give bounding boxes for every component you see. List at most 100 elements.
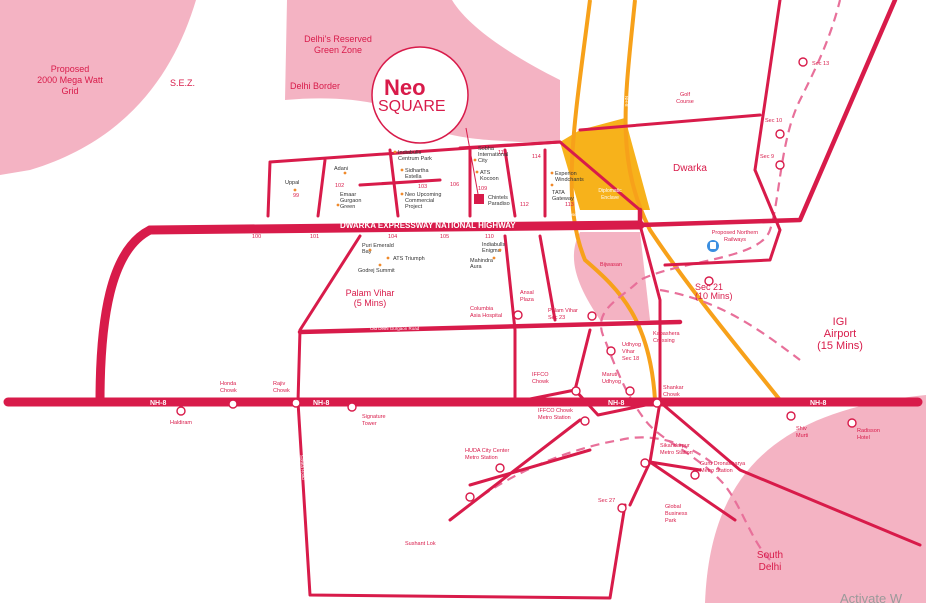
label-line: Course	[676, 99, 694, 105]
railways	[569, 0, 782, 402]
label-line: Honda	[220, 381, 237, 387]
metro-icon	[704, 276, 714, 286]
poi-icon	[176, 406, 186, 416]
project-godrej: Godrej Summit	[358, 268, 395, 274]
label-line: Chowk	[273, 388, 290, 394]
label-line: Business	[665, 511, 688, 517]
golf-course-ext-road	[296, 234, 627, 600]
label-line: Sec 21	[695, 282, 723, 292]
nh8-label-1: NH-8	[150, 400, 166, 407]
label-line: Plaza	[520, 297, 535, 303]
label-line: Green	[340, 204, 355, 210]
metro-icon	[625, 386, 635, 396]
label-line: IGI	[833, 316, 848, 328]
junction-icon	[291, 398, 301, 408]
south-delhi-zone	[705, 395, 926, 603]
sez-label: S.E.Z.	[170, 78, 195, 88]
delhi-border-label: Delhi Border	[290, 81, 340, 91]
label-line: Maruti	[602, 372, 617, 378]
logo-neo: Neo	[384, 75, 426, 100]
dot	[473, 158, 477, 162]
place-sec9: Sec 9	[760, 154, 774, 160]
sector-101: 101	[310, 234, 319, 240]
label-line: Metro Station	[660, 450, 693, 456]
poi-icon	[786, 411, 796, 421]
junction-icon	[571, 386, 581, 396]
label-line: Delhi	[759, 562, 782, 573]
dot	[550, 171, 554, 175]
label-line: Chintels	[488, 195, 508, 201]
label-line: Railways	[724, 237, 746, 243]
label-line: Enclave	[601, 195, 619, 201]
place-sushant-lok: Sushant Lok	[405, 541, 436, 547]
palam-vihar-label: Palam Vihar(5 Mins)	[346, 288, 395, 308]
sector-102: 102	[335, 183, 344, 189]
label-line: ATS	[480, 170, 491, 176]
junction-icon	[228, 399, 238, 409]
neo-project-marker[interactable]	[474, 194, 484, 204]
dot	[378, 263, 382, 267]
watermark-text: Activate W	[840, 591, 903, 603]
label-line: Sikandarpur	[660, 443, 690, 449]
sector-103: 103	[418, 184, 427, 190]
train-icon-shape	[710, 242, 716, 249]
label-line: Palam Vihar	[346, 288, 395, 298]
label-line: City	[478, 158, 488, 164]
label-line: Chowk	[663, 392, 680, 398]
label-line: Signature	[362, 414, 386, 420]
bijwasan-zone	[573, 232, 650, 320]
metro-icon	[798, 57, 808, 67]
label-line: Project	[405, 204, 423, 210]
rail-label-1: NH-8	[567, 100, 572, 111]
label-line: (5 Mins)	[354, 298, 387, 308]
sector-99: 99	[293, 193, 299, 199]
neo-callout-line	[465, 127, 479, 195]
label-line: Airport	[824, 328, 856, 340]
metro-icon	[580, 416, 590, 426]
dot	[368, 248, 372, 252]
label-line: HUDA City Center	[465, 448, 509, 454]
dot	[400, 168, 404, 172]
train-icon	[707, 240, 719, 252]
poi-icon	[347, 402, 357, 412]
ansal-road	[538, 234, 557, 322]
label-line: Gateway	[552, 196, 574, 202]
label-line: Radisson	[857, 428, 880, 434]
label-line: 2000 Mega Watt	[37, 75, 103, 85]
label-line: Bay	[362, 249, 372, 255]
dwarka-road-right	[637, 0, 898, 228]
place-sohna-road: Sohna Road	[299, 455, 306, 481]
sector-105: 105	[440, 234, 449, 240]
logo-square: SQUARE	[378, 98, 446, 115]
expressway-label: DWARKA EXPRESSWAY NATIONAL HIGHWAY	[340, 221, 516, 230]
label-line: Delhi's Reserved	[304, 34, 372, 44]
label-line: Sec 23	[548, 315, 565, 321]
label-line: Sec 18	[622, 356, 639, 362]
label-line: Indiabulls	[482, 242, 505, 248]
old-delhi-gurgaon-road	[297, 319, 683, 335]
label-line: Shankar	[663, 385, 684, 391]
dot	[400, 192, 404, 196]
label-line: Experion	[555, 171, 577, 177]
nh8-label-4: NH-8	[810, 400, 826, 407]
